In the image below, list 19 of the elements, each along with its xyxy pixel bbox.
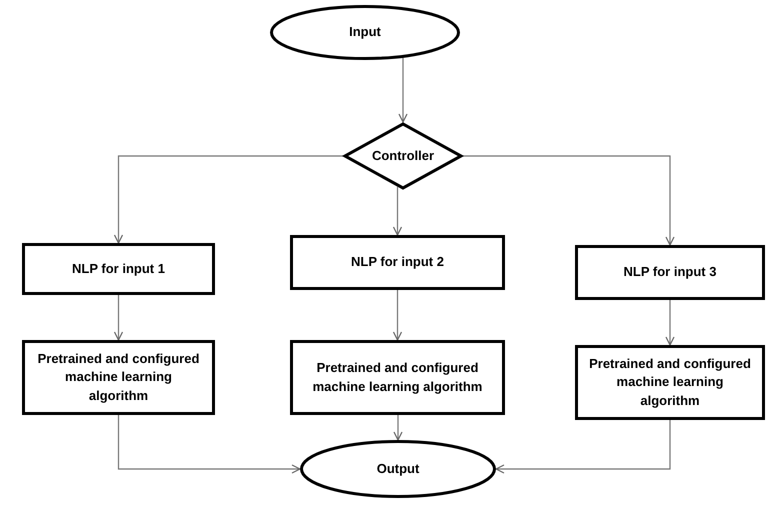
arrow <box>114 295 124 341</box>
arrow <box>495 420 671 474</box>
arrow <box>118 415 301 474</box>
process-box: NLP for input 3 <box>575 245 765 300</box>
arrow <box>463 155 675 246</box>
arrow <box>392 186 402 236</box>
process-box: NLP for input 2 <box>290 235 505 290</box>
arrow <box>114 155 343 244</box>
arrow <box>398 58 408 123</box>
process-box: Pretrained and configured machine learning algorithm <box>290 340 505 415</box>
decision-diamond: Controller <box>343 122 463 190</box>
process-box: NLP for input 1 <box>22 243 215 295</box>
arrow <box>393 415 403 441</box>
process-box: Pretrained and configured machine learning algorithm <box>22 340 215 415</box>
terminal-ellipse: Output <box>300 440 496 498</box>
process-box: Pretrained and configured machine learning algorithm <box>575 345 765 420</box>
arrow <box>392 290 402 341</box>
terminal-ellipse: Input <box>270 5 460 60</box>
arrow <box>665 300 675 346</box>
